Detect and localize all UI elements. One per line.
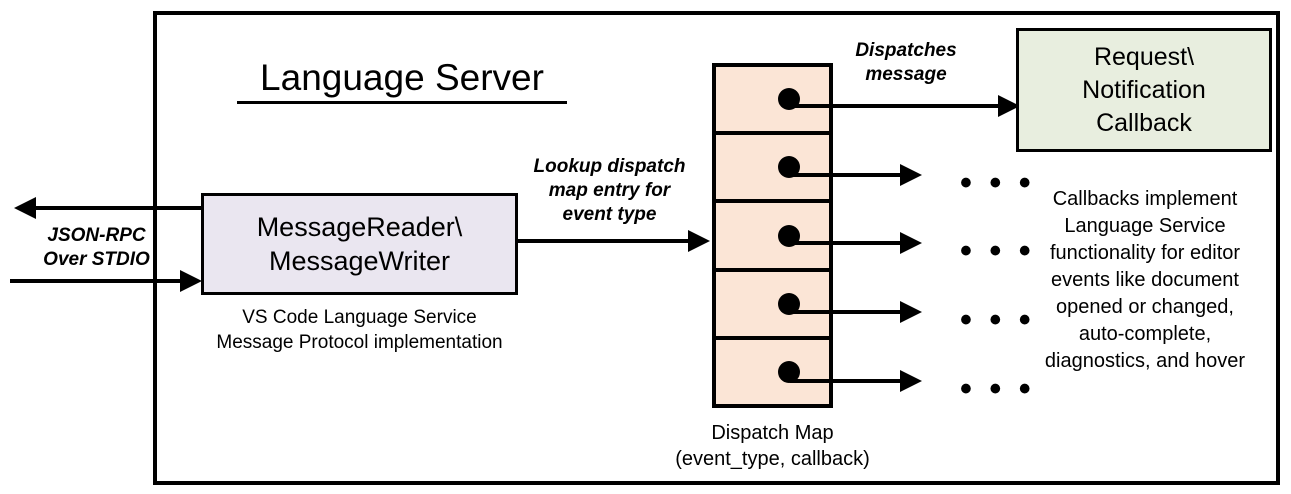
message-io-caption-line-1: VS Code Language Service xyxy=(242,307,477,328)
dispatch-map-row-3[interactable] xyxy=(716,203,829,272)
dispatch-map-row-1[interactable] xyxy=(716,67,829,136)
callback-description-line-4: events like document xyxy=(1051,269,1239,291)
dispatch-map-table[interactable] xyxy=(712,63,833,408)
callback-description-line-5: opened or changed, xyxy=(1056,296,1234,318)
dispatch-edge-line-2 xyxy=(790,173,902,177)
lookup-dispatch-line xyxy=(518,239,690,243)
dispatch-edge-arrowhead-icon-3 xyxy=(900,232,922,254)
callback-description-line-6: auto-complete, xyxy=(1078,323,1212,345)
message-reader-writer-box[interactable]: MessageReader\ MessageWriter xyxy=(201,193,518,295)
callback-box-line-3: Callback xyxy=(1096,108,1192,137)
message-reader-writer-caption: VS Code Language Service Message Protoco… xyxy=(181,305,538,355)
incoming-message-line xyxy=(10,279,190,283)
dispatch-edge-arrowhead-icon-2 xyxy=(900,164,922,186)
lookup-label-line-3: event type xyxy=(562,204,657,225)
callback-description-line-7: diagnostics, and hover xyxy=(1044,350,1246,372)
jsonrpc-label-line-2: Over STDIO xyxy=(43,249,150,270)
dispatch-map-caption-line-1: Dispatch Map xyxy=(711,422,834,444)
language-server-boundary xyxy=(153,11,1280,485)
dispatch-map-row-2[interactable] xyxy=(716,135,829,204)
callback-description-line-3: functionality for editor xyxy=(1049,242,1241,264)
request-notification-callback-box[interactable]: Request\ Notification Callback xyxy=(1016,28,1272,152)
dispatch-edge-line-4 xyxy=(790,310,902,314)
message-writer-label: MessageWriter xyxy=(268,246,451,276)
lookup-label-line-1: Lookup dispatch xyxy=(533,156,686,177)
dispatch-map-caption-line-2: (event_type, callback) xyxy=(675,448,870,470)
dispatch-edge-line-3 xyxy=(790,241,902,245)
dispatch-edge-arrowhead-icon-4 xyxy=(900,301,922,323)
dispatch-edge-line-5 xyxy=(790,379,902,383)
dispatches-label-line-2: message xyxy=(865,64,947,85)
incoming-arrowhead-icon xyxy=(180,270,202,292)
lookup-label-line-2: map entry for xyxy=(548,180,671,201)
message-io-caption-line-2: Message Protocol implementation xyxy=(216,332,503,353)
dispatch-edge-arrowhead-icon-5 xyxy=(900,370,922,392)
dispatches-label-line-1: Dispatches xyxy=(855,40,957,61)
outgoing-arrowhead-icon xyxy=(14,197,36,219)
dispatch-message-arrowhead-icon xyxy=(998,95,1020,117)
page-title: Language Server xyxy=(237,55,567,104)
dispatch-message-line xyxy=(790,104,1002,108)
dispatch-map-row-4[interactable] xyxy=(716,271,829,340)
lookup-dispatch-arrowhead-icon xyxy=(688,230,710,252)
dispatch-map-row-5[interactable] xyxy=(716,339,829,405)
callback-pointer-dot-icon xyxy=(778,156,800,179)
jsonrpc-channel-label: JSON-RPC Over STDIO xyxy=(24,224,169,272)
callback-box-line-1: Request\ xyxy=(1093,42,1195,71)
dispatch-map-caption: Dispatch Map (event_type, callback) xyxy=(643,420,902,472)
callback-box-line-2: Notification xyxy=(1082,75,1206,104)
callback-description: Callbacks implement Language Service fun… xyxy=(1010,186,1280,375)
callback-description-line-1: Callbacks implement xyxy=(1052,188,1238,210)
lookup-dispatch-label: Lookup dispatch map entry for event type xyxy=(512,155,707,227)
callback-description-line-2: Language Service xyxy=(1064,215,1226,237)
dispatches-message-label: Dispatches message xyxy=(826,39,986,87)
outgoing-message-line xyxy=(36,206,208,210)
callback-pointer-dot-icon xyxy=(778,292,800,315)
dispatch-edge-ellipsis-5: • • • xyxy=(960,370,1035,408)
callback-pointer-dot-icon xyxy=(778,360,800,383)
jsonrpc-label-line-1: JSON-RPC xyxy=(47,225,146,246)
message-reader-label: MessageReader\ xyxy=(256,212,463,242)
